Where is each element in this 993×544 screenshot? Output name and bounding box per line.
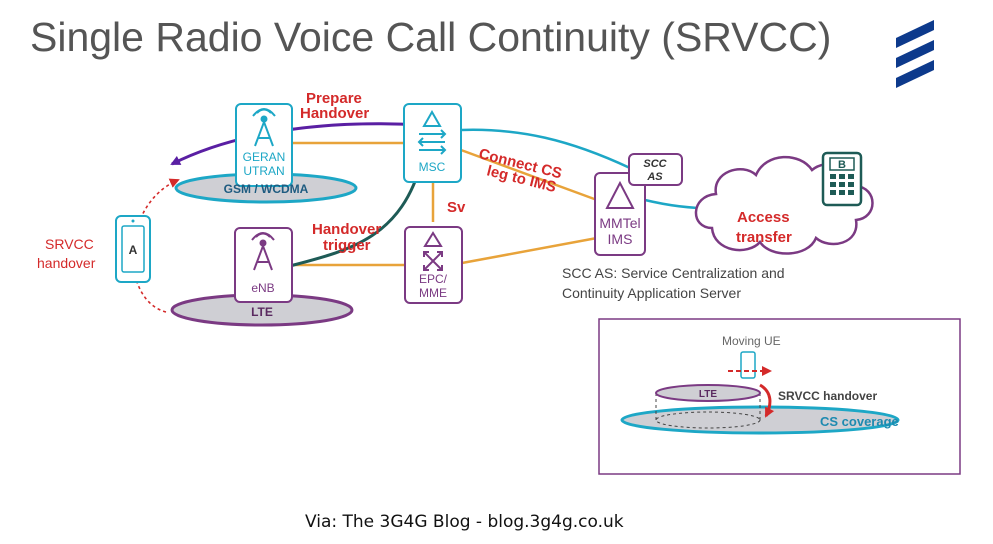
scc-description-1: SCC AS: Service Centralization and [562,265,785,281]
access-transfer-label-2: transfer [736,229,792,246]
antenna-tower-icon [252,108,276,147]
as-label: AS [646,171,663,183]
moving-ue-label: Moving UE [722,334,781,348]
mmtel-label: MMTel [599,215,640,231]
srvcc-label-2: handover [37,255,96,271]
ue-b-mobile-phone: B [821,151,863,207]
page-title: Single Radio Voice Call Continuity (SRVC… [30,14,832,60]
cs-coverage-label: CS coverage [820,414,899,429]
epc-mme-node: EPC/ MME [404,226,463,304]
access-transfer-label-1: Access [737,209,790,226]
geran-utran-node: GERAN UTRAN [235,103,293,187]
lte-inset-ellipse [655,384,761,402]
ue-a-smartphone: A [115,215,151,283]
srvcc-label-1: SRVCC [45,236,94,252]
trigger-label-1: Handover [312,221,381,238]
teal-link-msc-scc [460,128,631,170]
prepare-label-2: Handover [300,105,369,122]
triangle-icon [605,180,635,209]
source-credit: Via: The 3G4G Blog - blog.3g4g.co.uk [305,512,624,532]
lte-coverage-label: LTE [251,305,273,319]
utran-label: UTRAN [243,164,284,178]
enb-label: eNB [251,281,274,295]
srvcc-inset-arrow [759,383,775,418]
inset-panel: Moving UE LTE SRVCC handover CS coverage [598,318,961,475]
keypad-icon [830,174,854,195]
handover-trigger-arrow [274,158,425,272]
moving-ue-phone-icon [740,351,756,379]
scc-as-node: SCC AS [628,153,683,186]
msc-node: MSC [403,103,462,183]
mmtel-ims-node: MMTel IMS [594,172,646,256]
sv-label: Sv [447,199,466,216]
ue-a-label: A [129,243,138,257]
ericsson-logo-icon [896,20,934,88]
ims-label: IMS [608,231,633,247]
epc-label: EPC/ [419,272,448,286]
switch-arrows-icon [417,109,447,155]
scc-description-2: Continuity Application Server [562,285,741,301]
geran-label: GERAN [243,150,286,164]
trigger-label-2: trigger [323,237,371,254]
lte-inset-label: LTE [699,389,717,400]
srvcc-handover-inset-label: SRVCC handover [778,389,877,403]
switch-cross-icon [423,231,443,271]
msc-label: MSC [419,160,446,174]
ue-b-label: B [838,159,846,171]
prepare-label-1: Prepare [306,90,362,107]
enb-node: eNB [234,227,293,303]
gsm-wcdma-label: GSM / WCDMA [224,182,309,196]
mme-label: MME [419,286,447,300]
antenna-tower-icon [251,232,275,271]
scc-label: SCC [643,158,667,170]
orange-links [292,141,598,267]
